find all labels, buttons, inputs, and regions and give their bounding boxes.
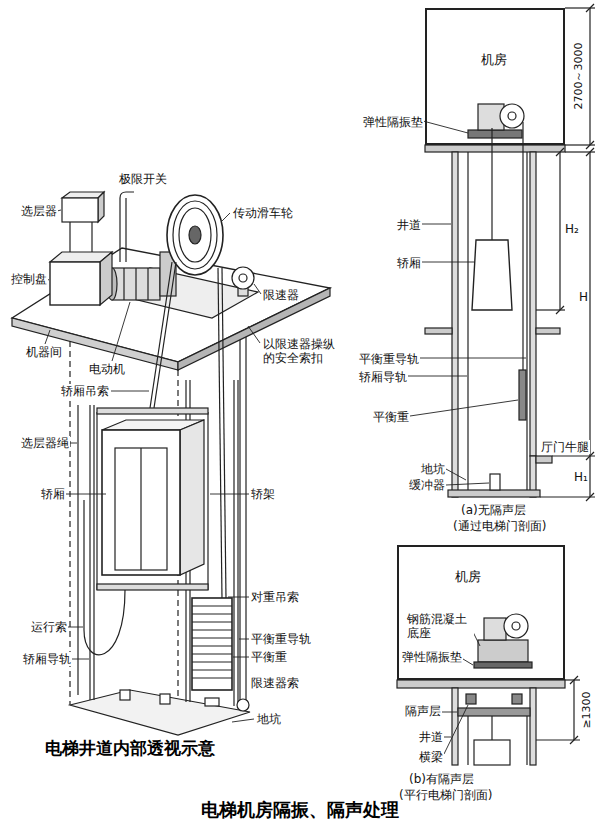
part-label: 平衡重 (250, 650, 288, 664)
part-label: H₁ (573, 470, 589, 484)
part-label: 限速器索 (250, 676, 300, 690)
room-label: 机房 (455, 569, 481, 584)
part-label: (通过电梯门剖面) (452, 519, 547, 533)
part-label: 厅门牛腿 (540, 440, 590, 454)
machine-room: 机房 (425, 8, 565, 145)
part-label: 缓冲器 (408, 478, 446, 492)
part-label: 限速器 (262, 288, 300, 302)
part-label: (平行电梯门剖面) (398, 788, 493, 802)
part-label: 弹性隔振垫 (362, 115, 424, 129)
part-label: 机器间 (25, 345, 63, 359)
part-label: 弹性隔振垫 (401, 650, 463, 664)
part-label: 平衡重导轨 (358, 352, 420, 366)
part-label: (a)无隔声层 (460, 503, 527, 517)
part-label: 地坑 (256, 712, 282, 726)
part-label: 横梁 (418, 750, 444, 764)
part-label: H₂ (564, 222, 580, 236)
part-label: (b)有隔声层 (408, 772, 475, 786)
part-label: 轿厢吊索 (60, 384, 110, 398)
part-label: 运行索 (30, 620, 68, 634)
figure-caption: 电梯井道内部透视示意 (45, 737, 215, 760)
part-label: H (578, 290, 589, 304)
part-label: 控制盘 (10, 272, 48, 286)
part-label: 选层器 (20, 204, 58, 218)
part-label: 轿厢 (40, 487, 66, 501)
figure-title: 电梯机房隔振、隔声处理 (201, 798, 399, 822)
part-label: 极限开关 (118, 172, 168, 186)
part-label: 地坑 (420, 462, 446, 476)
part-label: 轿厢导轨 (22, 652, 72, 666)
part-label: 对重吊索 (250, 590, 300, 604)
part-label: 轿厢 (396, 256, 422, 270)
part-label: 选层器绳 (20, 436, 70, 450)
part-label: 电动机 (88, 362, 126, 376)
part-label: 隔声层 (404, 704, 442, 718)
part-label: 平衡重导轨 (250, 632, 312, 646)
part-label: 平衡重 (372, 410, 410, 424)
part-label: 以限速器操纵 的安全索扣 (262, 337, 344, 365)
part-label: 轿厢导轨 (358, 370, 408, 384)
leader-lines (45, 210, 261, 722)
part-label: 井道 (396, 218, 422, 232)
part-label: 钢筋混凝土 底座 (406, 612, 474, 640)
part-label: 井道 (418, 730, 444, 744)
dimension-label: 2700～3000 (571, 42, 585, 111)
shaft-perspective (12, 192, 330, 735)
dimension-label: ≥1300 (580, 690, 594, 729)
section-a (408, 4, 595, 501)
room-label: 机房 (481, 52, 507, 67)
part-label: 轿架 (250, 487, 276, 501)
part-label: 传动滑车轮 (232, 206, 294, 220)
